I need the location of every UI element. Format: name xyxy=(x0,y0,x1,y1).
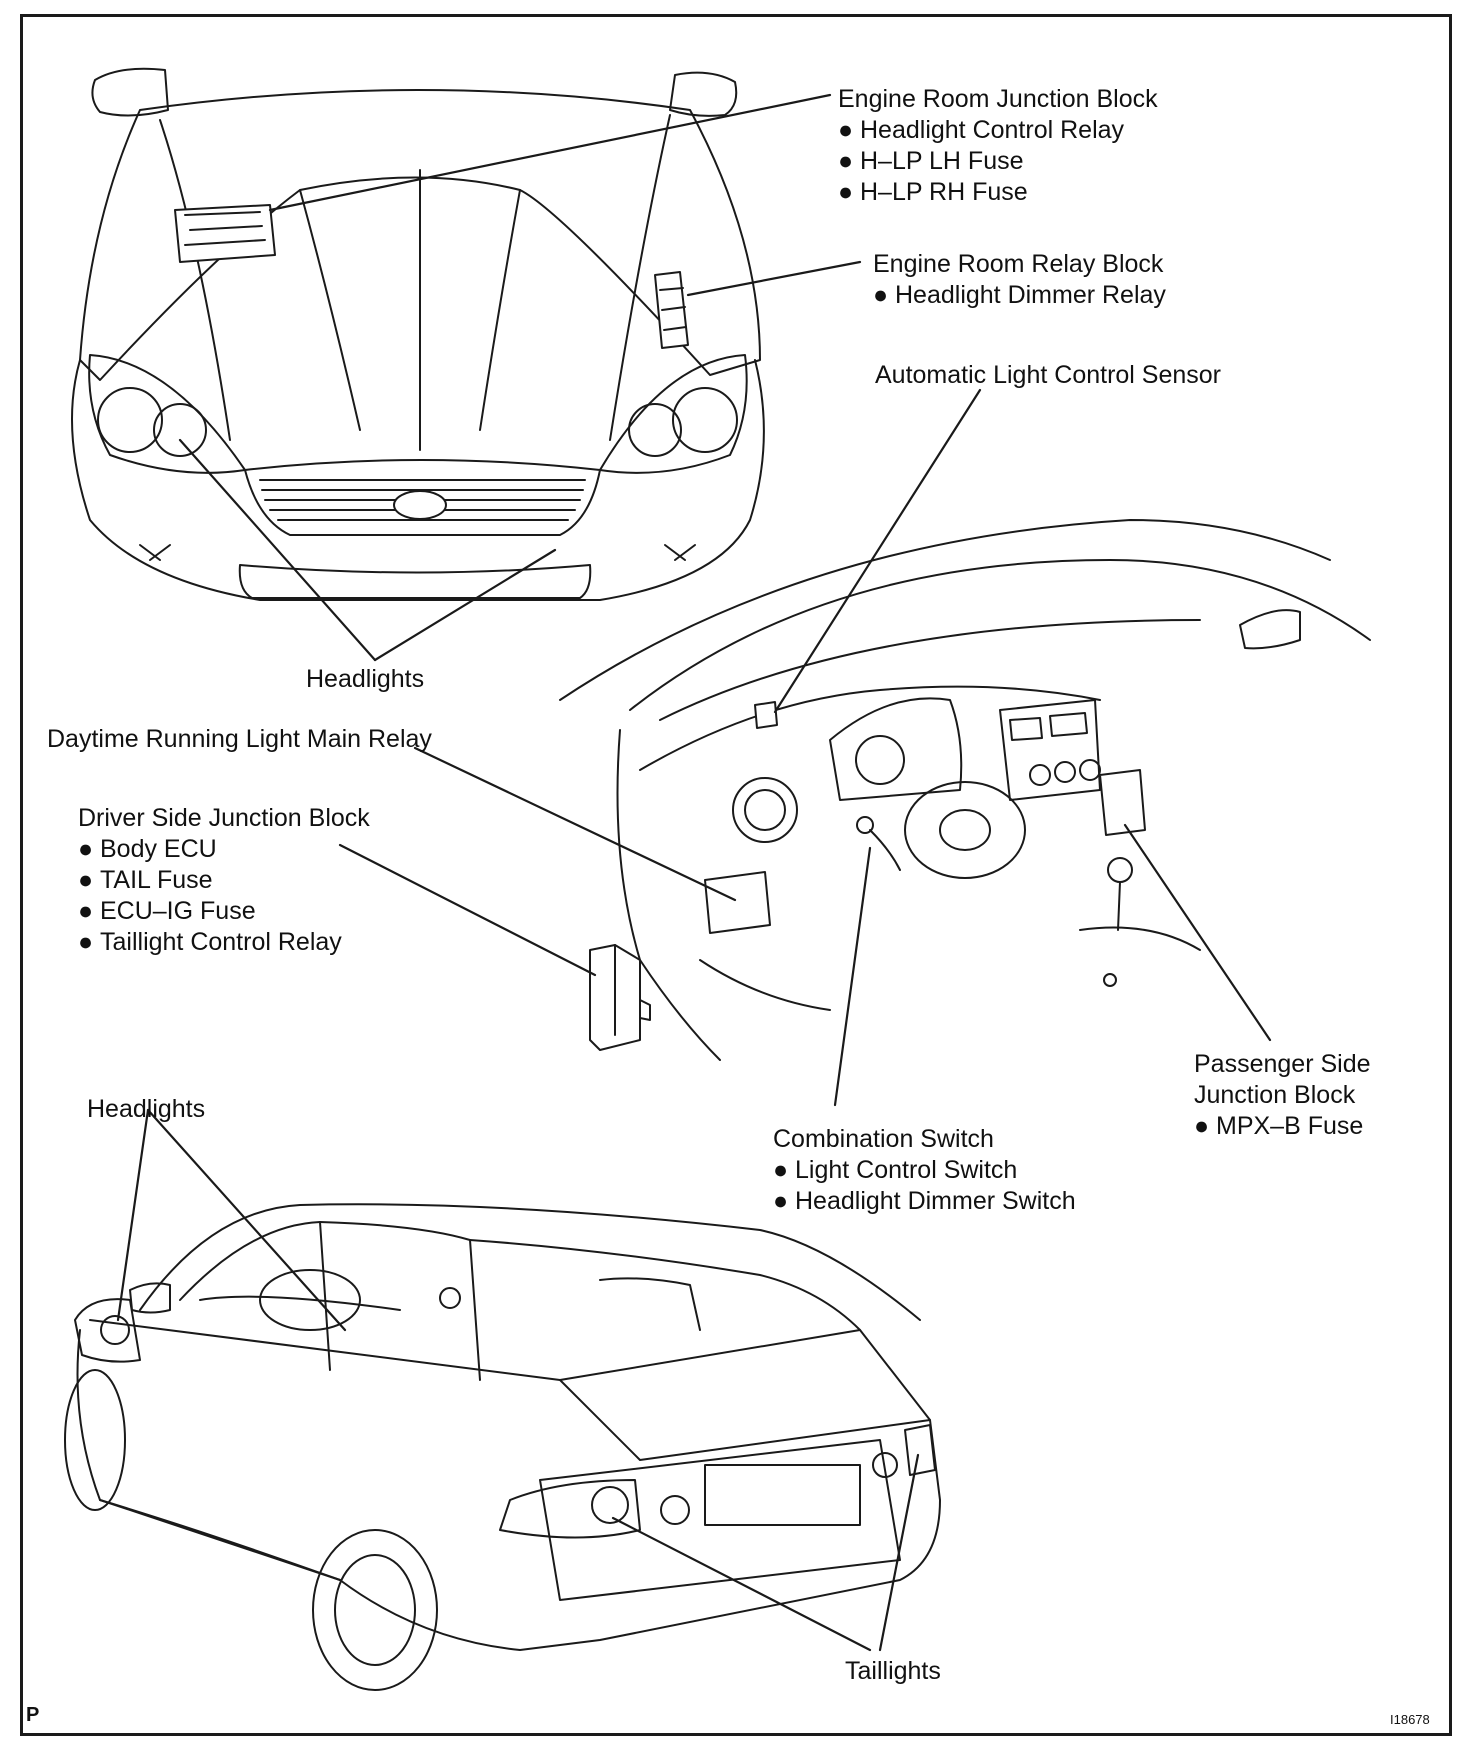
corner-mark: P xyxy=(26,1704,40,1726)
list-item: ●Headlight Dimmer Switch xyxy=(773,1187,1076,1215)
dashboard-illustration xyxy=(559,519,1371,1061)
taillights-label: Taillights xyxy=(845,1657,941,1685)
list-item: ●Taillight Control Relay xyxy=(78,928,342,956)
car-front-illustration xyxy=(71,67,765,601)
car-rear-illustration xyxy=(64,1203,941,1691)
engine-room-junction-block-label: Engine Room Junction Block ●Headlight Co… xyxy=(838,84,1158,208)
figure-code: I18678 xyxy=(1390,1712,1430,1727)
daytime-running-light-main-relay-label: Daytime Running Light Main Relay xyxy=(47,725,432,753)
driver-side-junction-block-title: Driver Side Junction Block xyxy=(78,804,370,832)
leader-lines xyxy=(116,93,1272,1652)
list-item: ●H–LP LH Fuse xyxy=(838,147,1024,175)
list-item: ●Body ECU xyxy=(78,835,217,863)
junction-block-illustration xyxy=(589,944,651,1051)
headlights-bottom-label: Headlights xyxy=(87,1095,206,1123)
engine-room-junction-block-title: Engine Room Junction Block xyxy=(838,85,1158,113)
headlights-top-label: Headlights xyxy=(306,665,425,693)
diagram-frame xyxy=(20,14,1452,1736)
automatic-light-control-sensor-label: Automatic Light Control Sensor xyxy=(875,361,1222,389)
list-item: ●H–LP RH Fuse xyxy=(838,178,1028,206)
list-item: ●ECU–IG Fuse xyxy=(78,897,256,925)
combination-switch-label: Combination Switch ●Light Control Switch… xyxy=(773,1124,1076,1217)
list-item: ●TAIL Fuse xyxy=(78,866,213,894)
list-item: ●Light Control Switch xyxy=(773,1156,1018,1184)
list-item: ●Headlight Control Relay xyxy=(838,116,1125,144)
driver-side-junction-block-label: Driver Side Junction Block ●Body ECU ●TA… xyxy=(78,803,370,958)
combination-switch-title: Combination Switch xyxy=(773,1125,994,1153)
engine-room-relay-block-label: Engine Room Relay Block ●Headlight Dimme… xyxy=(873,249,1166,311)
passenger-side-junction-block-label: Passenger Side Junction Block ●MPX–B Fus… xyxy=(1194,1050,1371,1140)
engine-room-relay-block-title: Engine Room Relay Block xyxy=(873,250,1164,278)
list-item: ●Headlight Dimmer Relay xyxy=(873,281,1166,309)
list-item: ●MPX–B Fuse xyxy=(1194,1112,1364,1140)
